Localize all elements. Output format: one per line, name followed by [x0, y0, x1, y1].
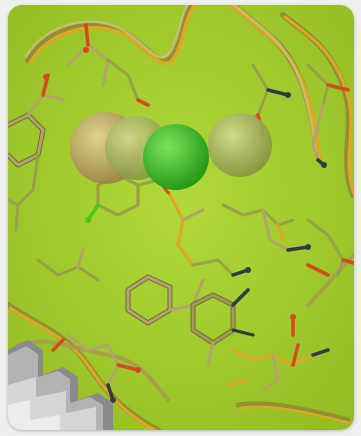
- corner-staircase-overlay: [8, 340, 113, 430]
- atom-sphere-green: [143, 124, 209, 190]
- atom-sphere-group: [70, 112, 272, 190]
- atom-caps: [43, 47, 327, 403]
- atom-sphere-olive-right: [208, 113, 272, 177]
- stick-bond: [8, 23, 350, 232]
- molecular-structure-render: [8, 5, 354, 430]
- ribbon-backbone: [8, 5, 354, 430]
- molecular-viewport: [8, 5, 354, 430]
